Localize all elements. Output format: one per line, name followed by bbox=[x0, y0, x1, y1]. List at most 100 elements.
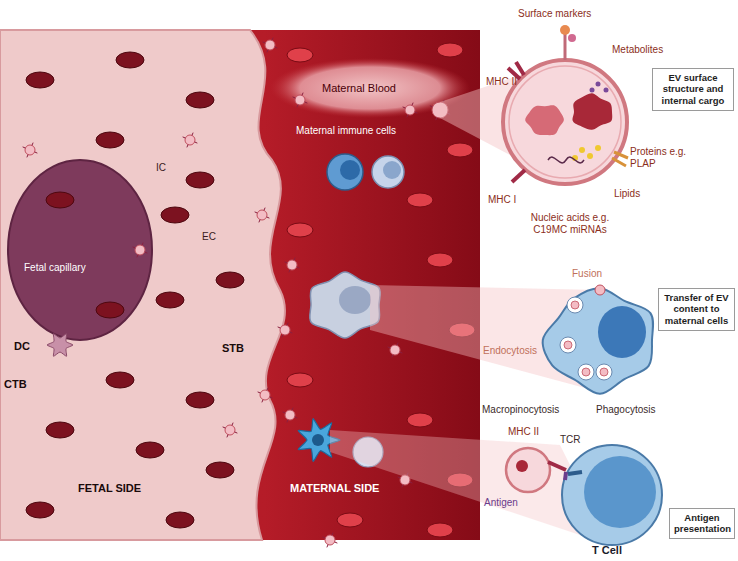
immune-cell-nucleus bbox=[340, 160, 360, 180]
vesicle-marker bbox=[287, 323, 288, 326]
callout-label: STB bbox=[222, 342, 244, 355]
extracellular-vesicle bbox=[390, 345, 400, 355]
extracellular-vesicle bbox=[582, 368, 590, 376]
maternal-cell bbox=[543, 288, 653, 394]
ev-protein-cargo bbox=[516, 460, 528, 472]
vesicle-marker bbox=[285, 262, 288, 263]
red-blood-cell bbox=[161, 207, 189, 223]
callout-label: Macropinocytosis bbox=[482, 404, 559, 416]
vesicle-marker bbox=[403, 107, 406, 108]
callout-label: MHC II bbox=[508, 426, 539, 438]
box-title: EV surface structure and internal cargo bbox=[657, 72, 729, 106]
extracellular-vesicle bbox=[287, 260, 297, 270]
box-title: Transfer of EV content to maternal cells bbox=[663, 292, 730, 326]
callout-label: TCR bbox=[560, 434, 581, 446]
vesicle-marker bbox=[292, 408, 293, 411]
vesicle-marker bbox=[259, 220, 260, 223]
vesicle-marker bbox=[183, 137, 186, 138]
ev-metabolite bbox=[595, 145, 601, 151]
vesicle-marker bbox=[335, 542, 338, 543]
callout-label: EC bbox=[202, 231, 216, 243]
extracellular-vesicle bbox=[225, 425, 235, 435]
vesicle-marker bbox=[137, 255, 138, 258]
vesicle-marker bbox=[272, 38, 273, 41]
ev-metabolite bbox=[587, 153, 593, 159]
red-blood-cell bbox=[106, 372, 134, 388]
vesicle-marker bbox=[258, 392, 261, 393]
vesicle-marker bbox=[223, 427, 226, 428]
vesicle-marker bbox=[235, 432, 238, 433]
vesicle-marker bbox=[436, 117, 437, 120]
vesicle-marker bbox=[283, 412, 286, 413]
callout-label: Endocytosis bbox=[483, 345, 537, 357]
callout-label: Lipids bbox=[614, 188, 640, 200]
red-blood-cell bbox=[186, 92, 214, 108]
callout-label: MHC II bbox=[486, 76, 517, 88]
callout-label: T Cell bbox=[592, 544, 622, 557]
extracellular-vesicle bbox=[571, 301, 579, 309]
cell-nucleus bbox=[598, 306, 646, 358]
red-blood-cell bbox=[437, 43, 463, 57]
vesicle-marker bbox=[232, 423, 233, 426]
callout-label: Maternal immune cells bbox=[296, 125, 396, 137]
vesicle-marker bbox=[332, 533, 333, 536]
ev-membrane bbox=[503, 60, 627, 184]
vesicle-marker bbox=[402, 485, 403, 488]
vesicle-marker bbox=[282, 335, 283, 338]
extracellular-vesicle bbox=[506, 448, 550, 492]
vesicle-marker bbox=[187, 145, 188, 148]
callout-label: MATERNAL SIDE bbox=[290, 482, 379, 495]
callout-label: IC bbox=[156, 162, 166, 174]
immune-cell bbox=[372, 156, 404, 188]
callout-label: MHC I bbox=[488, 194, 516, 206]
vesicle-marker bbox=[227, 435, 228, 438]
vesicle-marker bbox=[297, 105, 298, 108]
surface-marker bbox=[568, 34, 576, 42]
red-blood-cell bbox=[186, 392, 214, 408]
vesicle-marker bbox=[35, 152, 38, 153]
vesicle-marker bbox=[270, 397, 273, 398]
vesicle-marker bbox=[262, 400, 263, 403]
red-blood-cell bbox=[26, 502, 54, 518]
vesicle-marker bbox=[287, 420, 288, 423]
red-blood-cell bbox=[136, 442, 164, 458]
callout-label: CTB bbox=[4, 378, 27, 391]
vesicle-marker bbox=[397, 343, 398, 346]
vesicle-marker bbox=[23, 147, 26, 148]
red-blood-cell bbox=[186, 172, 214, 188]
vesicle-marker bbox=[133, 247, 136, 248]
ev-metabolite bbox=[596, 82, 601, 87]
t-cell bbox=[562, 445, 662, 545]
callout-label: Fetal capillary bbox=[24, 262, 86, 274]
extracellular-vesicle bbox=[405, 105, 415, 115]
ev-protein-cargo bbox=[573, 93, 613, 130]
vesicle-marker bbox=[192, 133, 193, 136]
callout-label: Maternal Blood bbox=[322, 82, 396, 95]
endosome bbox=[596, 364, 612, 380]
endosome bbox=[567, 297, 583, 313]
mhc-ii-molecule bbox=[548, 462, 566, 470]
extracellular-vesicle bbox=[325, 535, 335, 545]
info-box: Antigen presentation bbox=[669, 508, 735, 539]
vesicle-marker bbox=[305, 102, 308, 103]
ev-protein-cargo bbox=[525, 105, 564, 135]
extracellular-vesicle bbox=[280, 325, 290, 335]
tcr-molecule bbox=[568, 472, 582, 474]
red-blood-cell bbox=[116, 52, 144, 68]
callout-label: DC bbox=[14, 340, 30, 353]
vesicle-marker bbox=[392, 355, 393, 358]
extracellular-vesicle bbox=[564, 341, 572, 349]
extracellular-vesicle bbox=[185, 135, 195, 145]
ev-metabolite bbox=[579, 147, 585, 153]
red-blood-cell bbox=[427, 523, 453, 537]
extracellular-vesicle bbox=[295, 95, 305, 105]
maternal-macrophage bbox=[310, 272, 381, 338]
vesicle-marker bbox=[388, 347, 391, 348]
info-box: EV surface structure and internal cargo bbox=[652, 68, 734, 111]
vesicle-marker bbox=[410, 482, 413, 483]
callout-label: Antigen bbox=[484, 497, 518, 509]
callout-label: Nucleic acids e.g. C19MC miRNAs bbox=[514, 212, 626, 235]
extracellular-vesicle bbox=[285, 410, 295, 420]
antigen-peptide bbox=[565, 472, 566, 480]
